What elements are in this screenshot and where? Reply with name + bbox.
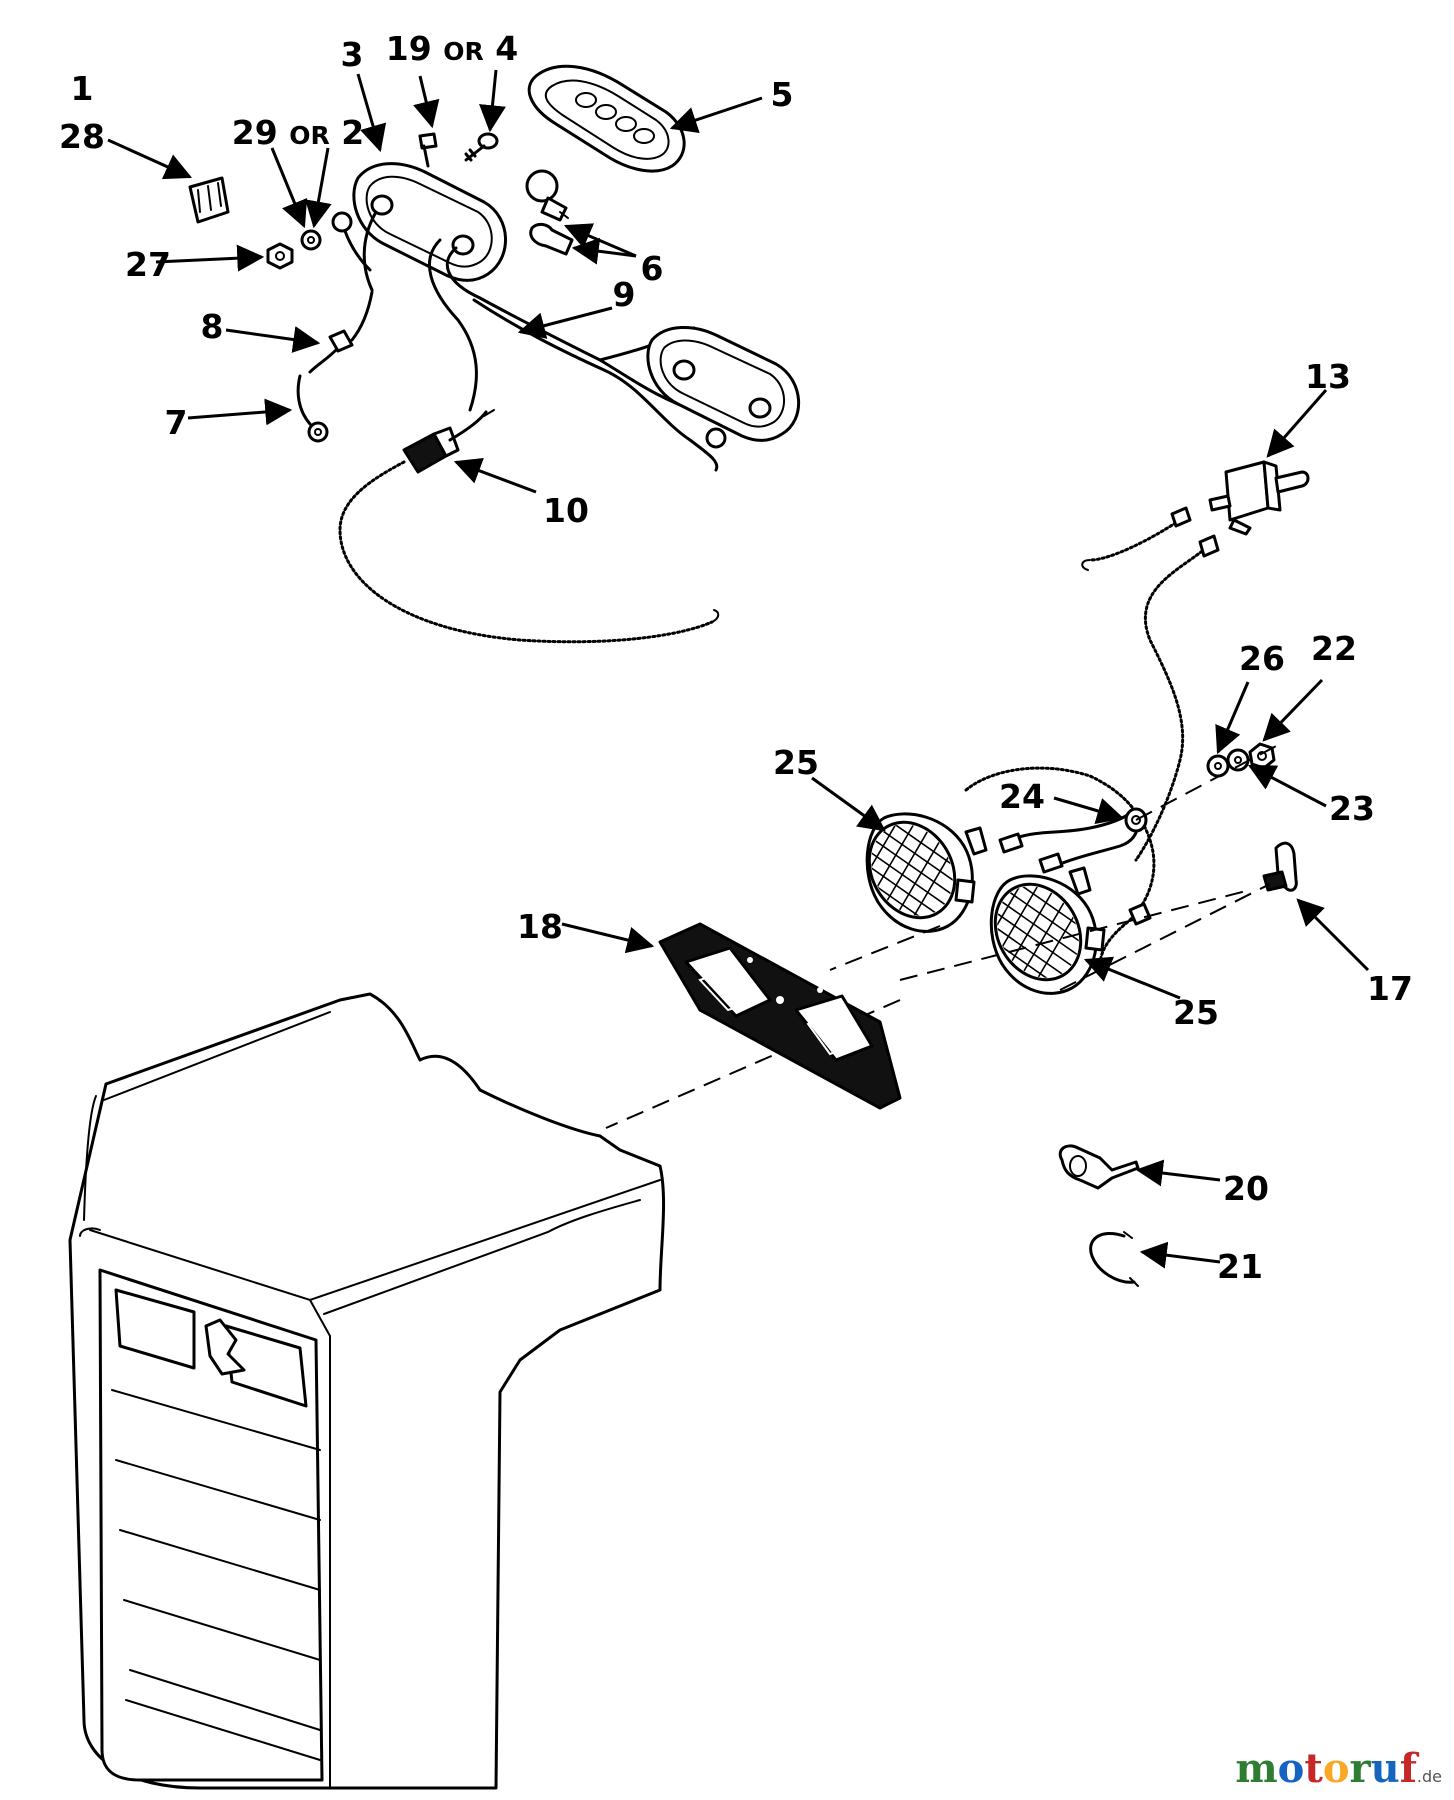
watermark-letter: m xyxy=(1235,1745,1278,1792)
callout-6: 6 xyxy=(641,249,664,288)
housing-wire-2 xyxy=(428,238,478,412)
ring-clip-part-21 xyxy=(1089,1231,1139,1287)
screw-part-19 xyxy=(418,132,438,168)
callout-18: 18 xyxy=(517,907,563,946)
assembly-line-1 xyxy=(829,925,941,971)
bulb-part-6 xyxy=(525,169,574,256)
callout-3: 3 xyxy=(341,35,364,74)
nut-part-22 xyxy=(1248,742,1276,770)
washer-part-29-2 xyxy=(300,229,322,251)
assembly-line-4 xyxy=(899,889,1251,981)
callout-20: 20 xyxy=(1223,1169,1269,1208)
callout-22: 22 xyxy=(1311,629,1357,668)
callout-25-lower: 25 xyxy=(1173,993,1219,1032)
screw-part-4 xyxy=(464,132,499,162)
watermark-letter: f xyxy=(1399,1745,1417,1792)
watermark-letter: o xyxy=(1322,1745,1350,1792)
connector-part-8 xyxy=(308,290,374,374)
callout-26: 26 xyxy=(1239,639,1285,678)
socket-part-24 xyxy=(1124,807,1148,833)
watermark-letter: u xyxy=(1370,1745,1400,1792)
assembly-line-3 xyxy=(605,999,901,1129)
callout-7: 7 xyxy=(165,403,188,442)
bracket-part-17 xyxy=(1262,841,1298,892)
watermark-logo: motoruf.de xyxy=(1235,1745,1442,1792)
leader-lines xyxy=(107,69,1370,1269)
tail-light-housing-part-3 xyxy=(352,162,507,282)
headlight-lower-part-25 xyxy=(981,866,1106,995)
housing-wire-3 xyxy=(445,246,482,300)
callout-10: 10 xyxy=(543,491,589,530)
dotted-extension-wire xyxy=(338,460,714,644)
tail-light-housing-right xyxy=(646,325,801,449)
callout-1: 1 xyxy=(71,69,94,108)
headlight-wiring xyxy=(964,766,1156,968)
tail-light-lens-part-5 xyxy=(527,64,686,173)
housing-wire xyxy=(362,210,378,292)
clip-part-1-28 xyxy=(188,176,230,224)
watermark-brand: motoruf xyxy=(1235,1745,1417,1792)
light-switch-part-13 xyxy=(1208,460,1310,536)
callout-23: 23 xyxy=(1329,789,1375,828)
nut-part-27 xyxy=(266,242,294,270)
watermark-suffix: .de xyxy=(1416,1767,1442,1786)
watermark-letter: t xyxy=(1304,1745,1323,1792)
callout-17: 17 xyxy=(1367,969,1413,1008)
watermark-letter: r xyxy=(1349,1745,1371,1792)
callout-25-upper: 25 xyxy=(773,743,819,782)
headlight-bracket-part-18 xyxy=(658,922,902,1110)
callout-28: 28 xyxy=(59,117,105,156)
callout-labels: 1 28 29 OR 2 3 19 OR 4 5 6 27 8 9 7 10 1… xyxy=(59,29,1413,1286)
hood xyxy=(68,992,666,1790)
callout-5: 5 xyxy=(771,75,794,114)
callout-19-or-4: 19 OR 4 xyxy=(386,29,518,68)
callout-9: 9 xyxy=(613,275,636,314)
clamp-part-20 xyxy=(1058,1144,1140,1190)
plug-part-10 xyxy=(402,409,495,474)
switch-wire-2 xyxy=(1134,546,1208,862)
ground-wire-part-7 xyxy=(296,374,329,443)
watermark-letter: o xyxy=(1277,1745,1305,1792)
callout-8: 8 xyxy=(201,307,224,346)
callout-13: 13 xyxy=(1305,357,1351,396)
ground-terminal xyxy=(331,211,372,272)
callout-24: 24 xyxy=(999,777,1045,816)
switch-wire xyxy=(1088,518,1182,562)
tail-light-assembly xyxy=(188,64,801,644)
headlight-upper-part-25 xyxy=(855,809,988,933)
callout-21: 21 xyxy=(1217,1247,1263,1286)
callout-29-or-2: 29 OR 2 xyxy=(232,113,364,152)
callout-27: 27 xyxy=(125,245,171,284)
